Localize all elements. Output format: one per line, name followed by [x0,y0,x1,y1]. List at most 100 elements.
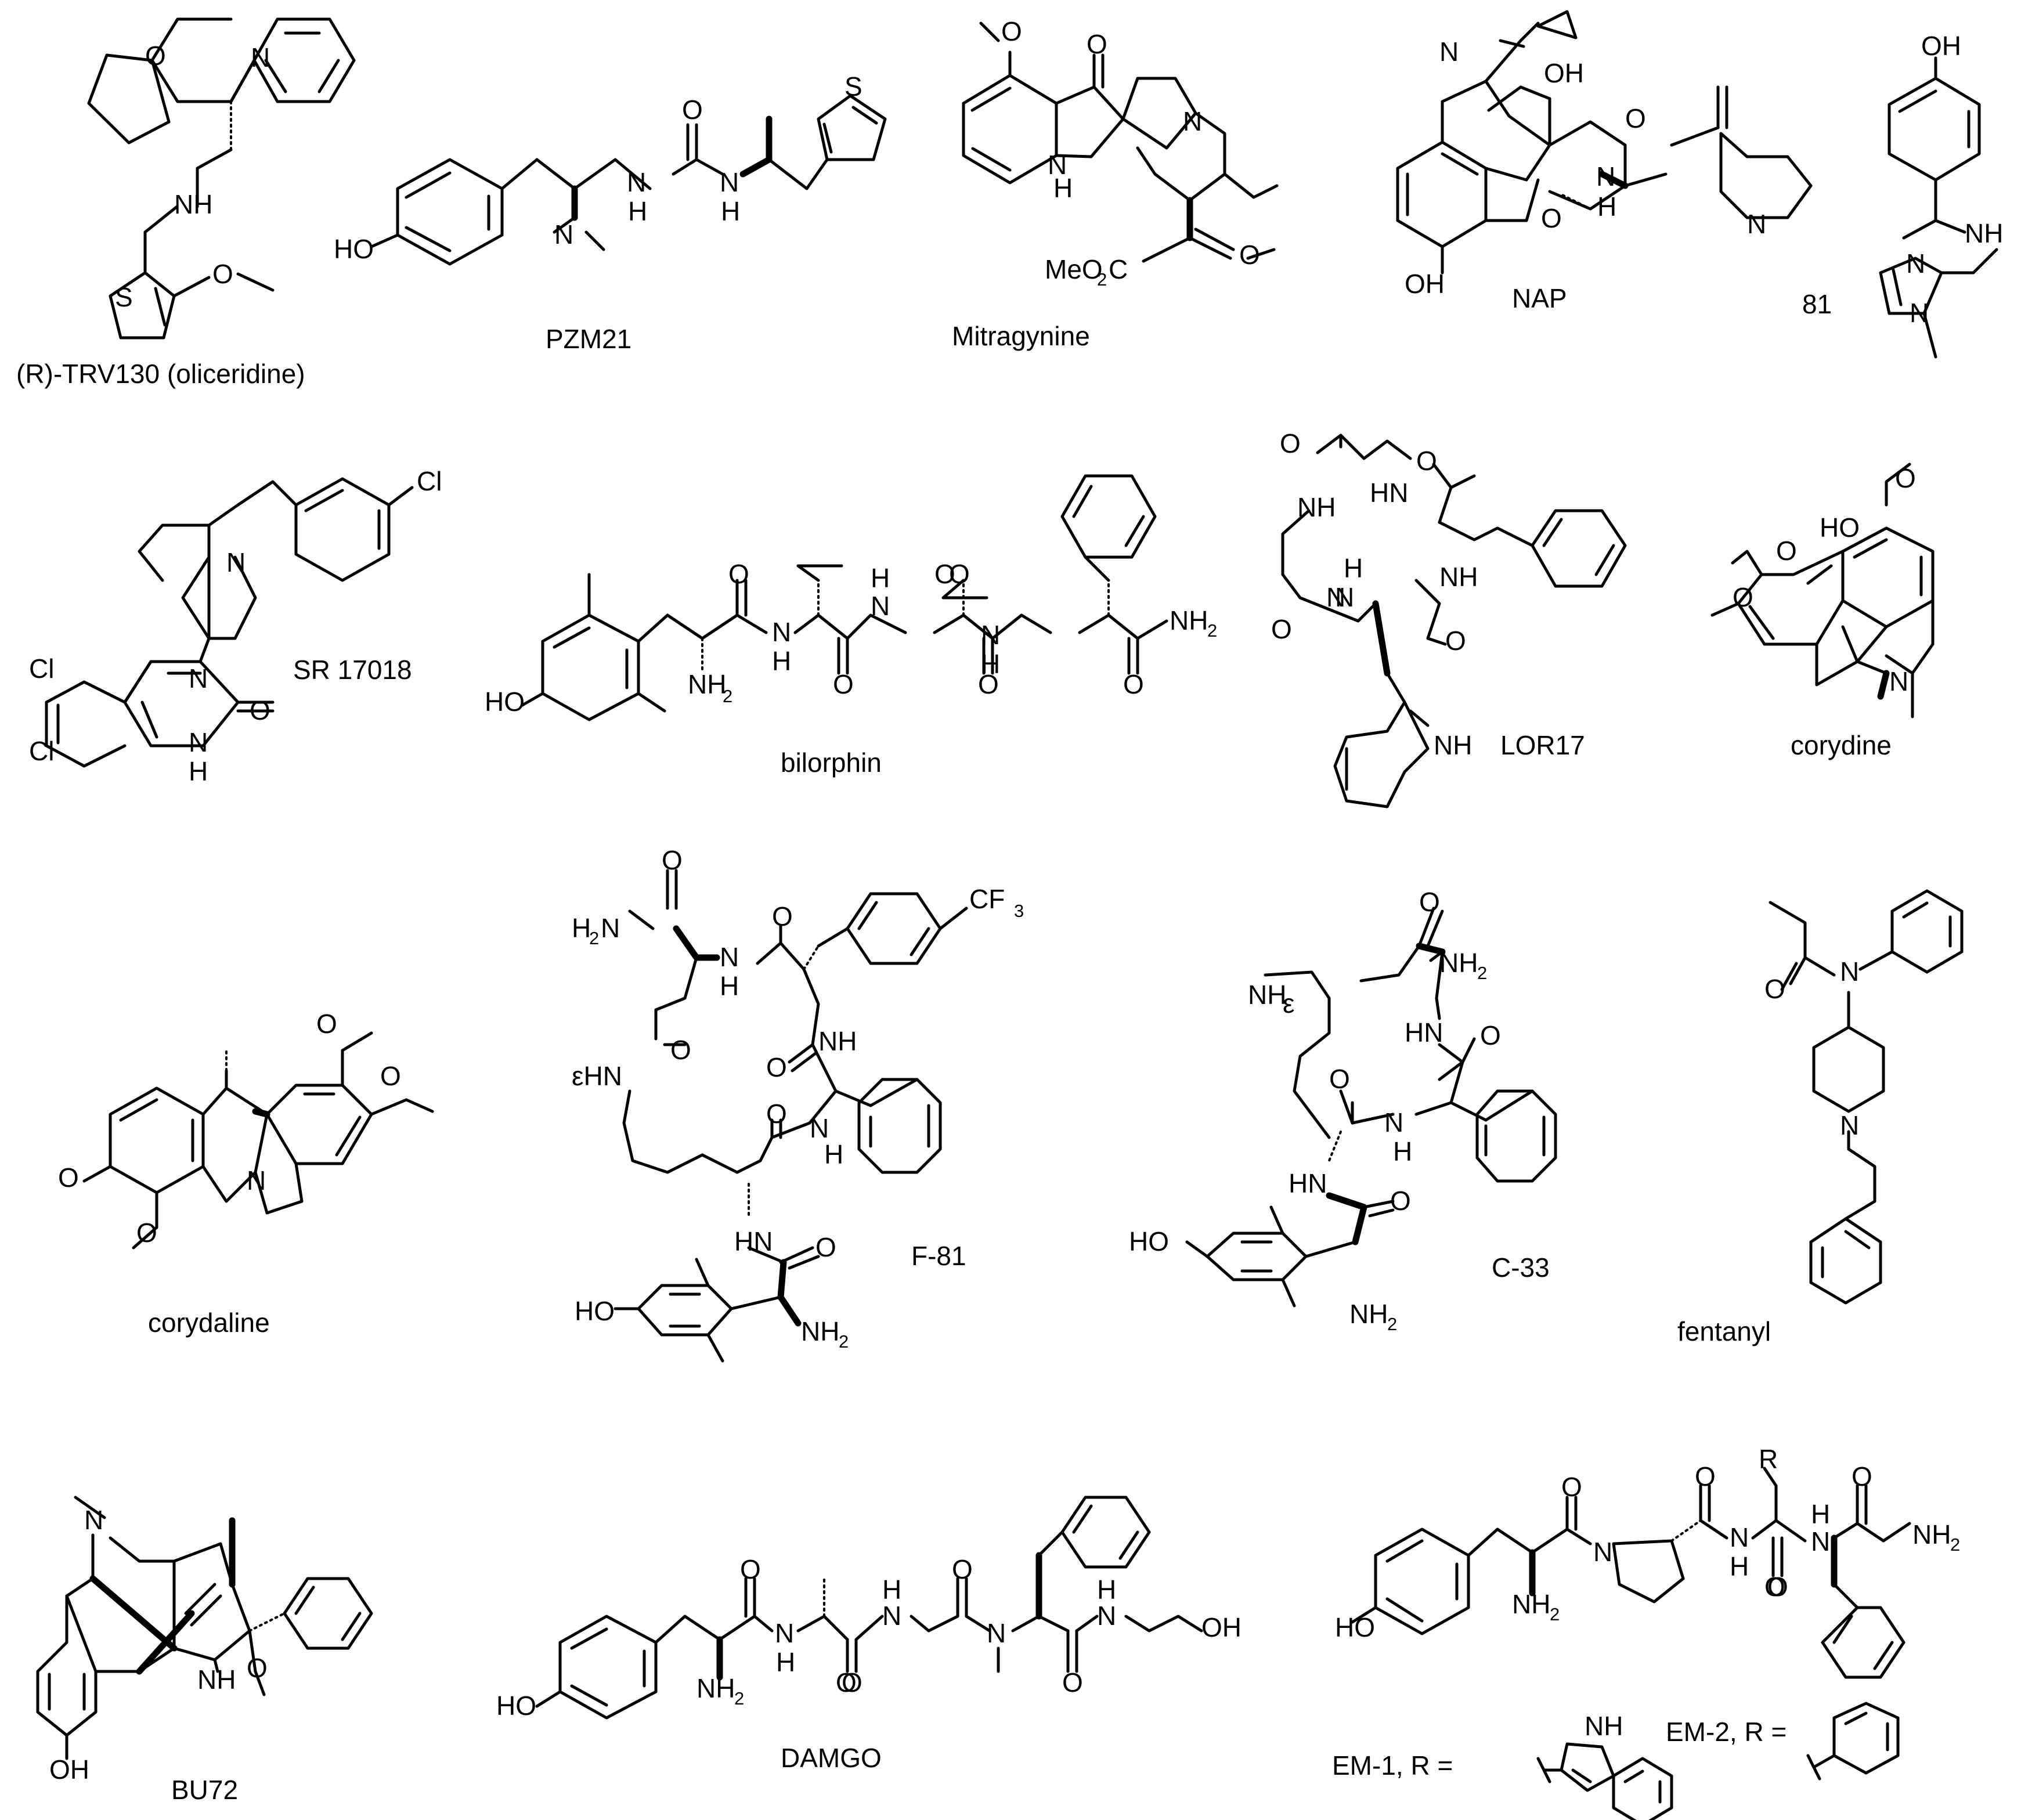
atom-lor17-8: N [1326,582,1345,612]
atom-mitragynine-3: H [1053,173,1073,203]
atom-nap-7: N [1747,209,1766,239]
atom-endomorphins-8: N [1811,1526,1830,1557]
atom-sr17018-3: N [189,663,208,694]
atom-pzm21-5: H [628,196,647,226]
atom-c33-2: 2 [1477,963,1487,983]
atom-c33-8: N [1384,1107,1403,1138]
atom-lor17-9: O [1445,626,1466,656]
atom-bilorphin-6: H [772,646,791,676]
atom-corydine-0: O [1895,463,1916,493]
atom-bilorphin-15: 2 [1207,620,1217,641]
atom-c33-10: HN [1289,1168,1327,1198]
atom-damgo-10: H [1097,1575,1116,1605]
atom-endomorphins-14: 2 [1550,1604,1560,1624]
atom-bu72-3: OH [49,1754,89,1785]
atom-f81-3: N [601,913,620,943]
atom-c33-5: HN [1405,1017,1443,1048]
atom-sr17018-6: N [189,727,208,757]
atom-endomorphins-13: NH [1512,1589,1550,1619]
atom-lor17-2: HN [1370,478,1408,508]
atom-f81-14: N [810,1113,829,1143]
atom-damgo-1: N [775,1618,794,1648]
atom-oliceridine-0: O [145,41,166,71]
atom-corydine-2: O [1776,536,1797,566]
atom-sr17018-5: Cl [29,736,54,766]
atom-damgo-3: O [842,1667,862,1698]
structure-81 [1879,56,1998,359]
atom-lor17-4: H [1344,553,1363,583]
atom-pzm21-3: N [627,167,646,197]
atom-bilorphin-8: N [871,591,890,621]
atom-damgo-0: O [740,1554,761,1584]
atom-bilorphin-16: O [978,669,999,699]
structure-nap [1396,10,1813,275]
atom-corydaline-4: O [136,1218,157,1248]
atom-bilorphin-4: 2 [723,686,732,706]
atom-corydaline-3: N [247,1165,266,1196]
atom-oliceridine-2: NH [174,189,212,219]
structure-f81 [613,869,968,1363]
label-corydine: corydine [1791,730,1892,760]
atom-nap-1: OH [1544,58,1584,88]
label-lor17: LOR17 [1500,730,1585,760]
atom-mitragynine-1: O [1087,29,1107,59]
atom-damgo-6: O [952,1554,973,1584]
atom-bilorphin-13: O [1123,669,1144,699]
atom-lor17-6: NH [1439,562,1478,592]
structure-bilorphin [521,474,1168,721]
atom-endomorphins-4: N [1730,1522,1749,1552]
atom-endomorphins-15: O [1764,1572,1785,1602]
structure-corydine [1710,463,1935,718]
r-group-em1: EM-1, R = [1332,1750,1453,1781]
atom-mitragynine-2: N [1048,150,1067,180]
atom-bilorphin-7: O [833,669,854,699]
structure-corydaline [82,1031,434,1250]
atom-damgo-15: O [836,1667,857,1698]
atom-nap-6: H [1597,192,1616,222]
label-nap: NAP [1512,283,1567,313]
structure-c33 [1185,907,1557,1308]
atom-f81-18: HO [575,1296,615,1326]
atom-f81-12: O [766,1052,787,1082]
atom-lor17-10: NH [1434,730,1472,760]
atom-pzm21-7: S [845,71,862,102]
structure-sr17018 [45,477,414,768]
atom-corydine-4: N [1889,666,1908,696]
atom-c33-13: NH [1349,1299,1388,1329]
atom-endomorphins-7: H [1811,1499,1830,1529]
atom-f81-4: N [720,942,739,972]
structure-lor17 [1281,434,1627,808]
atom-damgo-9: N [1097,1601,1116,1631]
atom-endomorphins-9: O [1852,1461,1872,1492]
atom-sr17018-4: O [250,695,270,725]
label-sr17018: SR 17018 [293,655,412,685]
atom-damgo-4: N [882,1601,901,1631]
atom-sr17018-7: H [189,756,208,786]
atom-bilorphin-11: N [981,620,1000,650]
structure-mitragynine [962,21,1279,263]
atom-endomorphins-16: NH [1585,1711,1623,1741]
label-bilorphin: bilorphin [781,748,882,778]
atom-81-1: NH [1965,218,2003,248]
structure-fentanyl [1769,889,1964,1305]
atom-corydaline-2: O [58,1162,79,1193]
atom-endomorphins-5: H [1730,1551,1749,1581]
atom-bilorphin-10: O [934,559,955,589]
atom-lor17-5: N [1335,582,1354,612]
atom-endomorphins-1: O [1561,1472,1582,1502]
atom-lor17-0: O [1280,428,1301,458]
atom-f81-20: 2 [839,1331,849,1352]
atom-c33-11: O [1390,1186,1411,1216]
atom-oliceridine-4: O [212,259,233,289]
atom-f81-0: O [662,845,683,875]
atom-corydaline-0: O [316,1009,337,1039]
atom-sr17018-0: Cl [417,466,442,496]
label-bu72: BU72 [171,1775,238,1805]
atom-bilorphin-9: H [871,563,890,593]
atom-81-0: OH [1921,31,1961,61]
atom-pzm21-1: N [554,219,573,250]
atom-oliceridine-3: S [115,282,133,312]
label-mitragynine: Mitragynine [952,321,1090,351]
atom-c33-14: 2 [1387,1314,1397,1334]
atom-mitragynine-8: O [1239,240,1260,270]
